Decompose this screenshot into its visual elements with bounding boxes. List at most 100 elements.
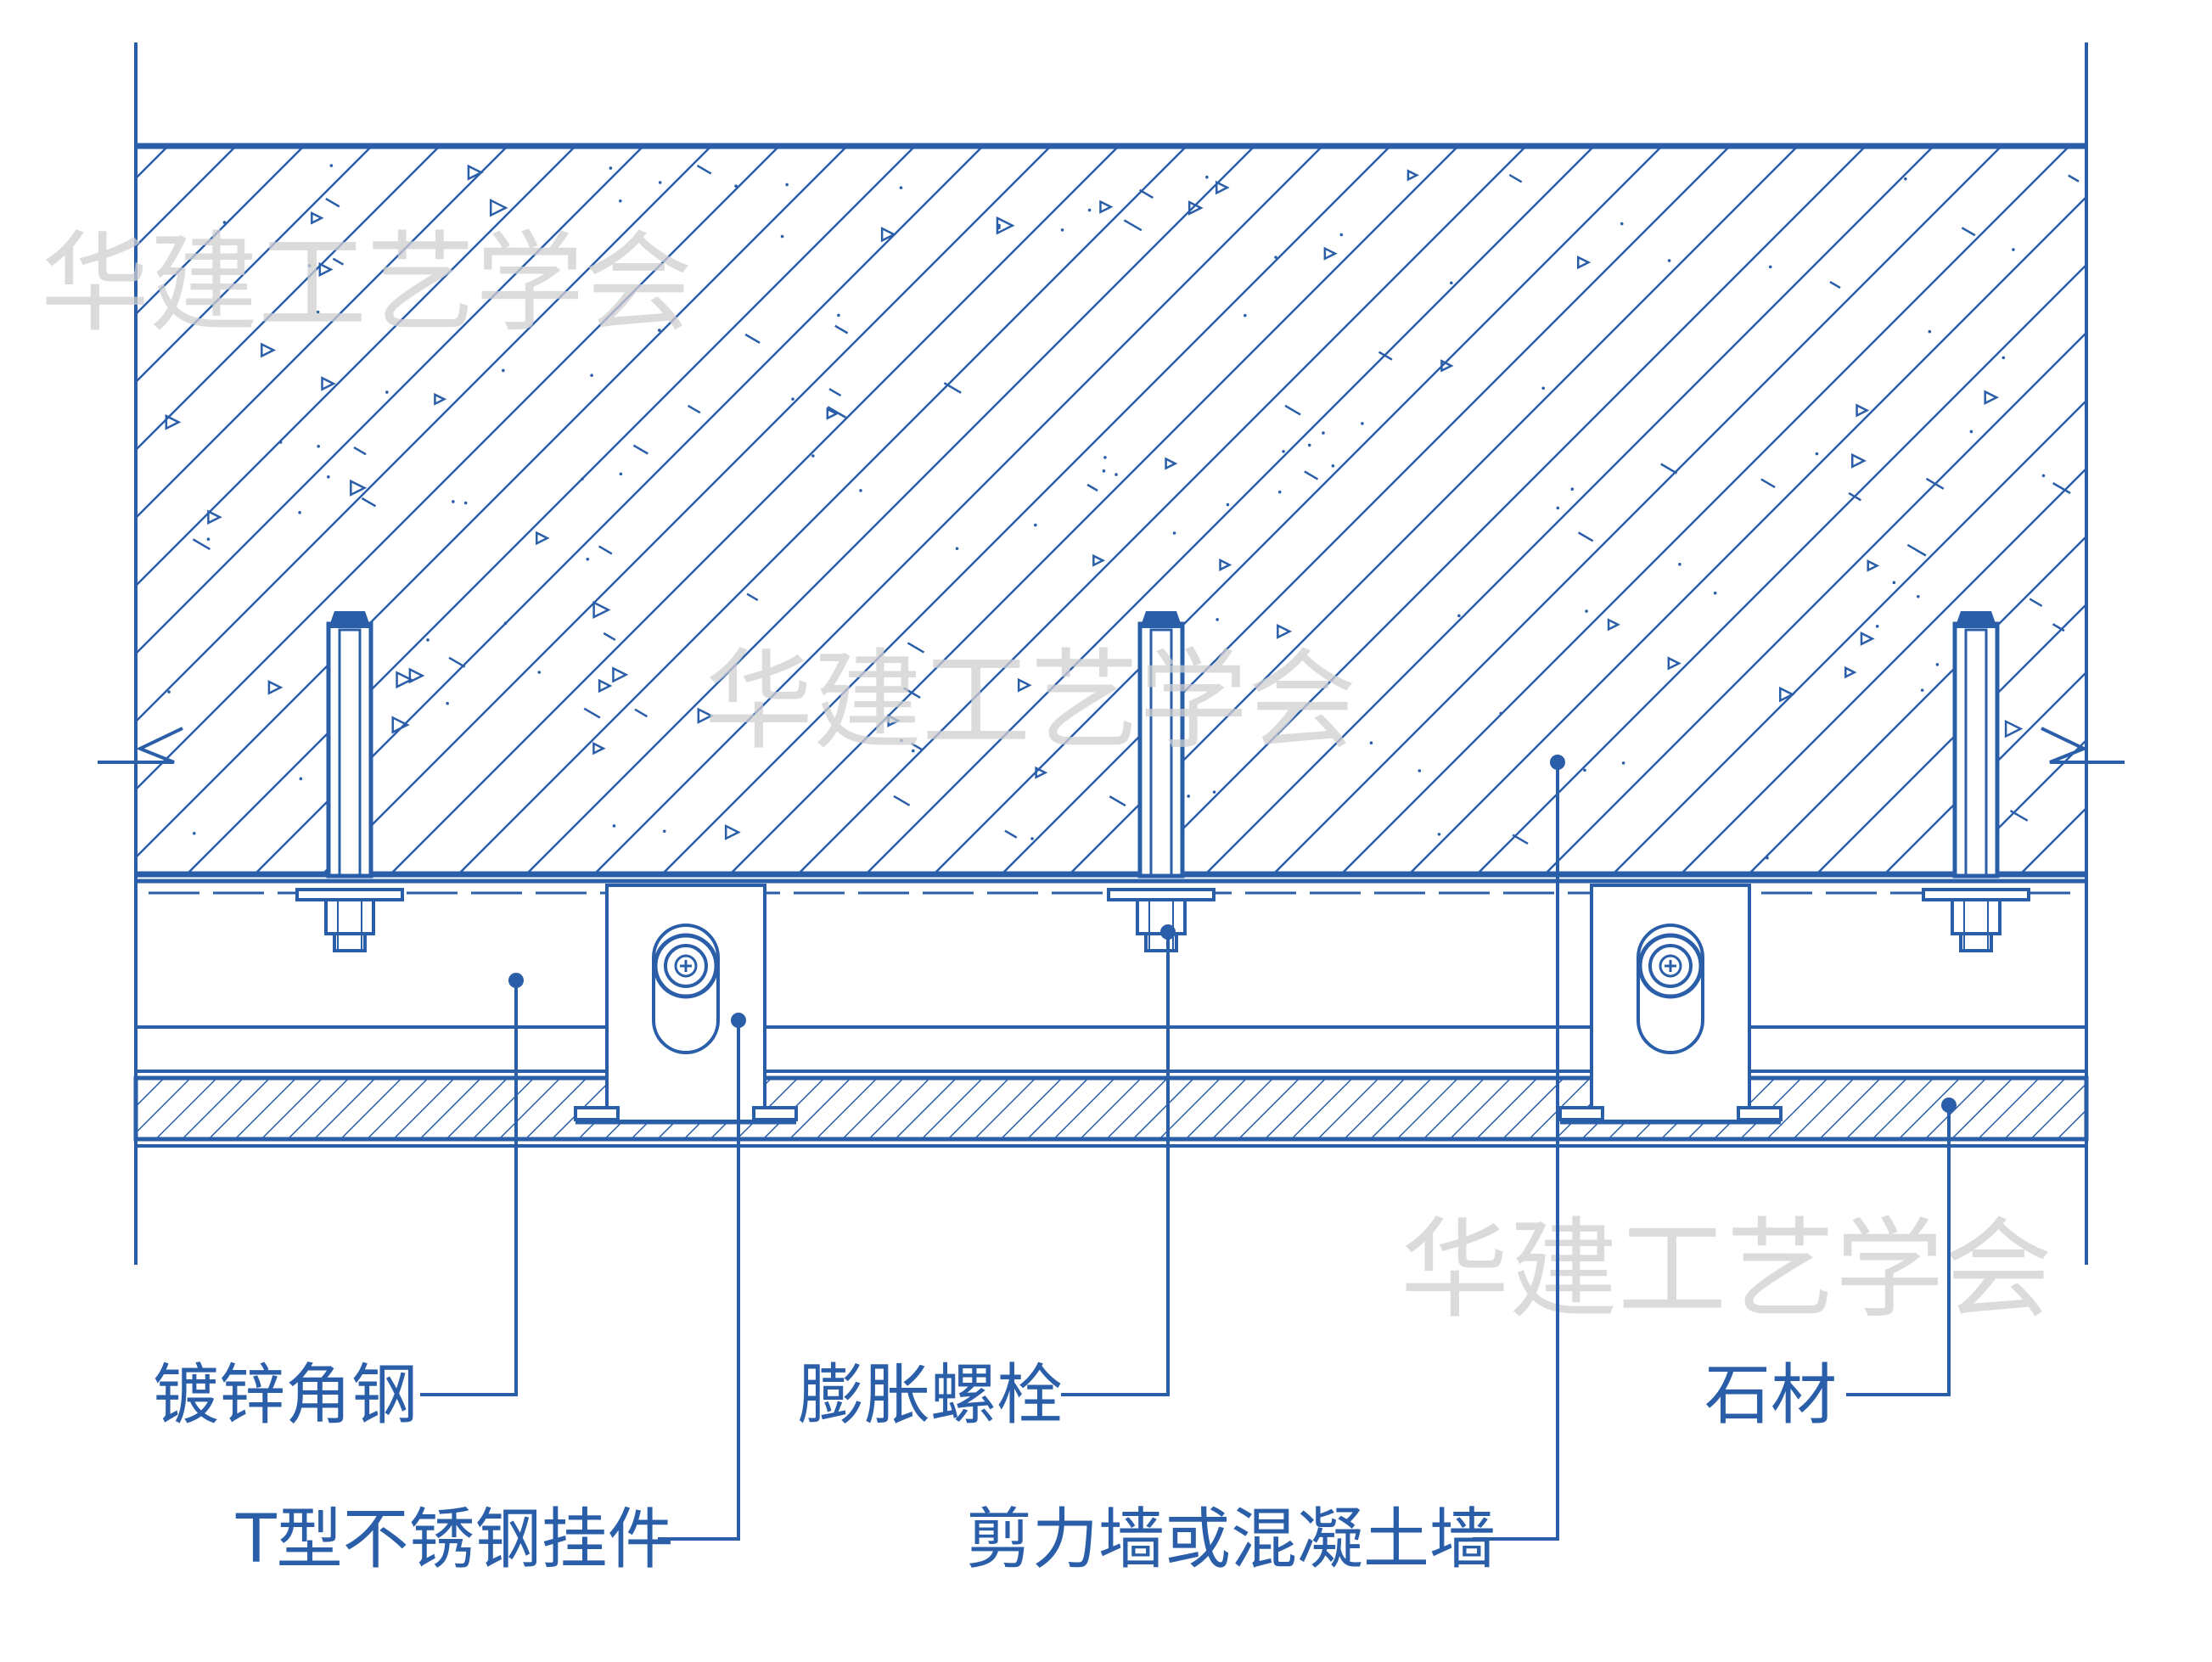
aggregate-mark [408, 667, 425, 684]
aggregate-dot [899, 186, 903, 189]
aggregate-dot [1969, 430, 1973, 434]
aggregate-mark [1660, 463, 1678, 474]
aggregate-mark [598, 545, 613, 555]
aggregate-mark [1219, 559, 1232, 572]
aggregate-mark [2052, 482, 2071, 495]
hatch-line [254, 146, 984, 874]
aggregate-dot [1060, 228, 1064, 232]
aggregate-mark [834, 324, 849, 334]
aggregate-mark [353, 446, 367, 456]
aggregate-dot [503, 621, 508, 626]
aggregate-dot [1917, 594, 1920, 598]
aggregate-mark [2052, 623, 2065, 632]
aggregate-dot [1277, 490, 1282, 494]
aggregate-dot [1215, 618, 1219, 621]
leader-galvanized-angle [420, 973, 524, 1396]
aggregate-mark [318, 262, 334, 278]
aggregate-dot [2001, 356, 2006, 360]
hatch-line [136, 146, 373, 384]
aggregate-dot [1034, 523, 1037, 527]
aggregate-dot [1621, 761, 1625, 765]
aggregate-dot [1457, 614, 1461, 618]
aggregate-dot [1892, 581, 1896, 585]
aggregate-mark [910, 742, 924, 751]
hatch-line [729, 146, 1459, 874]
aggregate-mark [612, 666, 629, 683]
aggregate-dot [1339, 233, 1344, 237]
hatch-line [322, 146, 1052, 874]
aggregate-dot [307, 264, 312, 267]
aggregate-dot [1620, 222, 1624, 226]
hatch-line [525, 146, 1255, 874]
aggregate-mark [1165, 457, 1178, 470]
aggregate-mark [467, 164, 484, 181]
aggregate-dot [1212, 790, 1216, 794]
aggregate-dot [1437, 833, 1441, 836]
aggregate-mark [907, 642, 925, 654]
aggregate-dot [1815, 452, 1819, 456]
hatch-line [1408, 194, 2088, 874]
label-stone: 石材 [1704, 1357, 1837, 1434]
hatch-line [136, 146, 848, 859]
hatch-line [186, 146, 916, 874]
aggregate-mark [880, 227, 897, 243]
aggregate-dot [502, 368, 505, 373]
aggregate-mark [592, 742, 606, 755]
hatch-line [1680, 465, 2088, 874]
aggregate-dot [463, 501, 468, 505]
aggregate-dot [811, 454, 815, 458]
aggregate-mark [1984, 390, 2000, 405]
aggregate-dot [1928, 329, 1932, 334]
aggregate-mark [592, 600, 611, 620]
wall-hatch [136, 146, 2088, 874]
watermark-2: 华建工艺学会 [705, 638, 1356, 765]
hatch-line [1001, 146, 1731, 874]
aggregate-mark [391, 716, 410, 734]
hatch-line [1204, 146, 1934, 874]
aggregate-mark [1187, 200, 1204, 216]
aggregate-mark [325, 197, 340, 208]
label-galvanized-angle: 镀锌角钢 [153, 1357, 418, 1434]
aggregate-mark [632, 444, 648, 455]
aggregate-mark [1867, 559, 1880, 572]
hatch-line [1884, 669, 2088, 874]
aggregate-dot [385, 390, 389, 394]
aggregate-mark [1277, 623, 1293, 639]
aggregate-dot [1713, 591, 1717, 595]
aggregate-mark [1215, 180, 1230, 195]
aggregate-mark [1760, 478, 1776, 489]
aggregate-mark [1099, 199, 1114, 214]
aggregate-dot [299, 777, 303, 781]
aggregate-mark [267, 680, 284, 695]
hatch-line [390, 146, 1120, 874]
aggregate-mark [1406, 169, 1419, 182]
aggregate-mark [311, 211, 324, 225]
aggregate-dot [316, 310, 320, 314]
aggregate-dot [1875, 625, 1879, 628]
aggregate-mark [1577, 531, 1594, 542]
expansion-bolt [295, 611, 404, 952]
aggregate-dot [1114, 473, 1118, 476]
aggregate-mark [697, 707, 714, 724]
aggregate-mark [1779, 686, 1795, 703]
hatch-line [136, 146, 576, 587]
aggregate-dot [192, 831, 196, 835]
aggregate-mark [696, 164, 712, 175]
aggregate-dot [1103, 456, 1107, 459]
aggregate-dot [619, 199, 622, 203]
hatch-line [2019, 805, 2088, 874]
aggregate-mark [744, 333, 761, 345]
aggregate-dot [2041, 474, 2046, 478]
galvanized-angle-steel [136, 879, 2086, 1073]
hatch-line [1612, 397, 2088, 874]
aggregate-mark [1607, 618, 1620, 632]
hatch-line [136, 146, 780, 791]
leader-stone [1846, 1098, 1957, 1396]
aggregate-mark [350, 479, 368, 497]
aggregate-mark [361, 497, 377, 508]
aggregate-mark [943, 382, 962, 394]
hatch-line [1748, 533, 2088, 874]
aggregate-dot [1226, 503, 1230, 507]
aggregate-mark [1323, 246, 1338, 261]
